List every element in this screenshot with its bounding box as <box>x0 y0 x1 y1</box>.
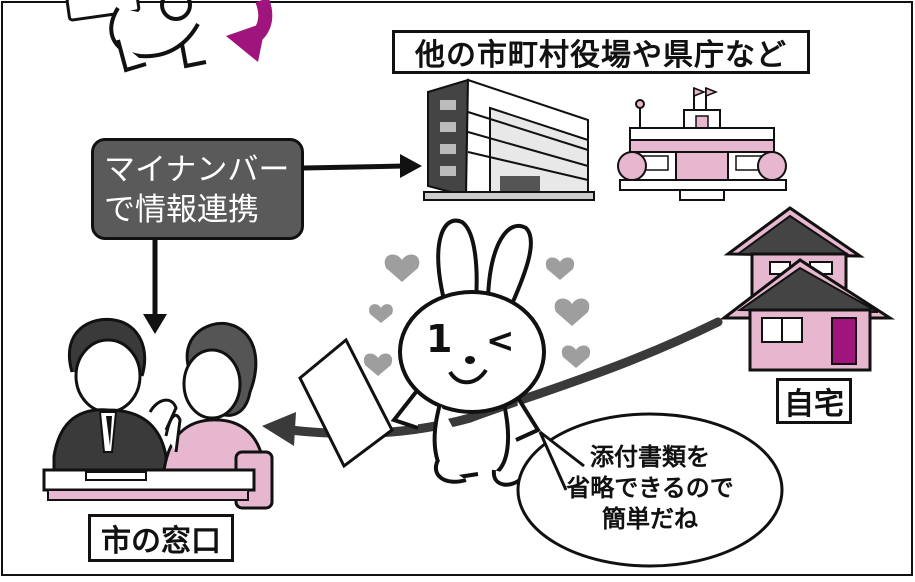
document-sheet <box>298 337 394 469</box>
title-label-box: 他の市町村役場や県庁など <box>392 30 810 74</box>
city-counter-label-box: 市の窓口 <box>88 514 234 562</box>
town-hall-image <box>617 86 787 201</box>
house-image <box>719 206 896 372</box>
speech-bubble-text: 添付書類を 省略できるので 簡単だね <box>552 442 748 535</box>
speech-line-3: 簡単だね <box>602 505 698 533</box>
mynumber-line-1: マイナンバー <box>104 152 290 188</box>
speech-bubble-shape <box>516 412 784 568</box>
heart-icons <box>363 254 591 376</box>
counter-staff-and-citizen <box>42 317 274 510</box>
home-label-box: 自宅 <box>776 378 852 424</box>
mascot-with-card-top <box>65 0 207 73</box>
link-arrow-right <box>303 154 422 178</box>
speech-line-2: 省略できるので <box>566 474 734 502</box>
mascot-rabbit: 1 < <box>390 218 546 487</box>
mynumber-info-link-box: マイナンバー で情報連携 <box>91 138 304 240</box>
mascot-wink-eye: < <box>486 321 515 361</box>
mascot-eye-one: 1 <box>426 317 452 361</box>
office-building-image <box>423 78 595 201</box>
mynumber-line-2: で情報連携 <box>104 192 259 228</box>
link-arrow-down <box>143 240 167 334</box>
speech-line-1: 添付書類を <box>590 443 710 471</box>
magenta-curved-arrow <box>226 0 273 62</box>
